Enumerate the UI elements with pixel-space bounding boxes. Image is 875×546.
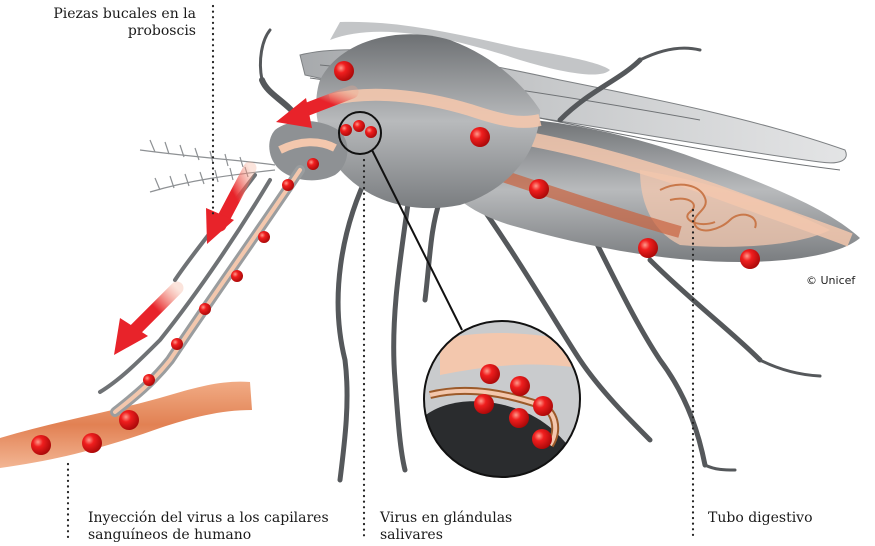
virus-particle bbox=[171, 338, 183, 350]
label-salivary-glands: Virus en glándulas salivares bbox=[380, 510, 560, 544]
virus-particle bbox=[529, 179, 549, 199]
virus-particle bbox=[740, 249, 760, 269]
label-injection: Inyección del virus a los capilares sang… bbox=[88, 510, 378, 544]
virus-particle bbox=[340, 124, 352, 136]
label-mouthparts-line-2: proboscis bbox=[10, 23, 196, 40]
virus-particle bbox=[307, 158, 319, 170]
virus-particle bbox=[365, 126, 377, 138]
label-salivary-line-1: Virus en glándulas bbox=[380, 510, 560, 527]
label-salivary-line-2: salivares bbox=[380, 527, 560, 544]
virus-particle bbox=[119, 410, 139, 430]
virus-particle bbox=[231, 270, 243, 282]
image-credit: © Unicef bbox=[806, 274, 855, 287]
virus-particle bbox=[480, 364, 500, 384]
label-injection-line-1: Inyección del virus a los capilares bbox=[88, 510, 378, 527]
virus-particle bbox=[199, 303, 211, 315]
virus-particle bbox=[638, 238, 658, 258]
label-mouthparts: Piezas bucales en la proboscis bbox=[10, 6, 196, 40]
virus-particle bbox=[143, 374, 155, 386]
virus-particle bbox=[533, 396, 553, 416]
virus-particle bbox=[82, 433, 102, 453]
label-digestive-tract: Tubo digestivo bbox=[708, 510, 858, 527]
virus-particle bbox=[31, 435, 51, 455]
virus-particle bbox=[334, 61, 354, 81]
virus-particle bbox=[470, 127, 490, 147]
mosquito-head bbox=[269, 121, 347, 180]
label-injection-line-2: sanguíneos de humano bbox=[88, 527, 378, 544]
virus-particle bbox=[474, 394, 494, 414]
proboscis bbox=[100, 170, 300, 412]
virus-particle bbox=[532, 429, 552, 449]
label-mouthparts-line-1: Piezas bucales en la bbox=[10, 6, 196, 23]
virus-particle bbox=[258, 231, 270, 243]
virus-particle bbox=[509, 408, 529, 428]
virus-particle bbox=[282, 179, 294, 191]
virus-particle bbox=[510, 376, 530, 396]
virus-particle bbox=[353, 120, 365, 132]
